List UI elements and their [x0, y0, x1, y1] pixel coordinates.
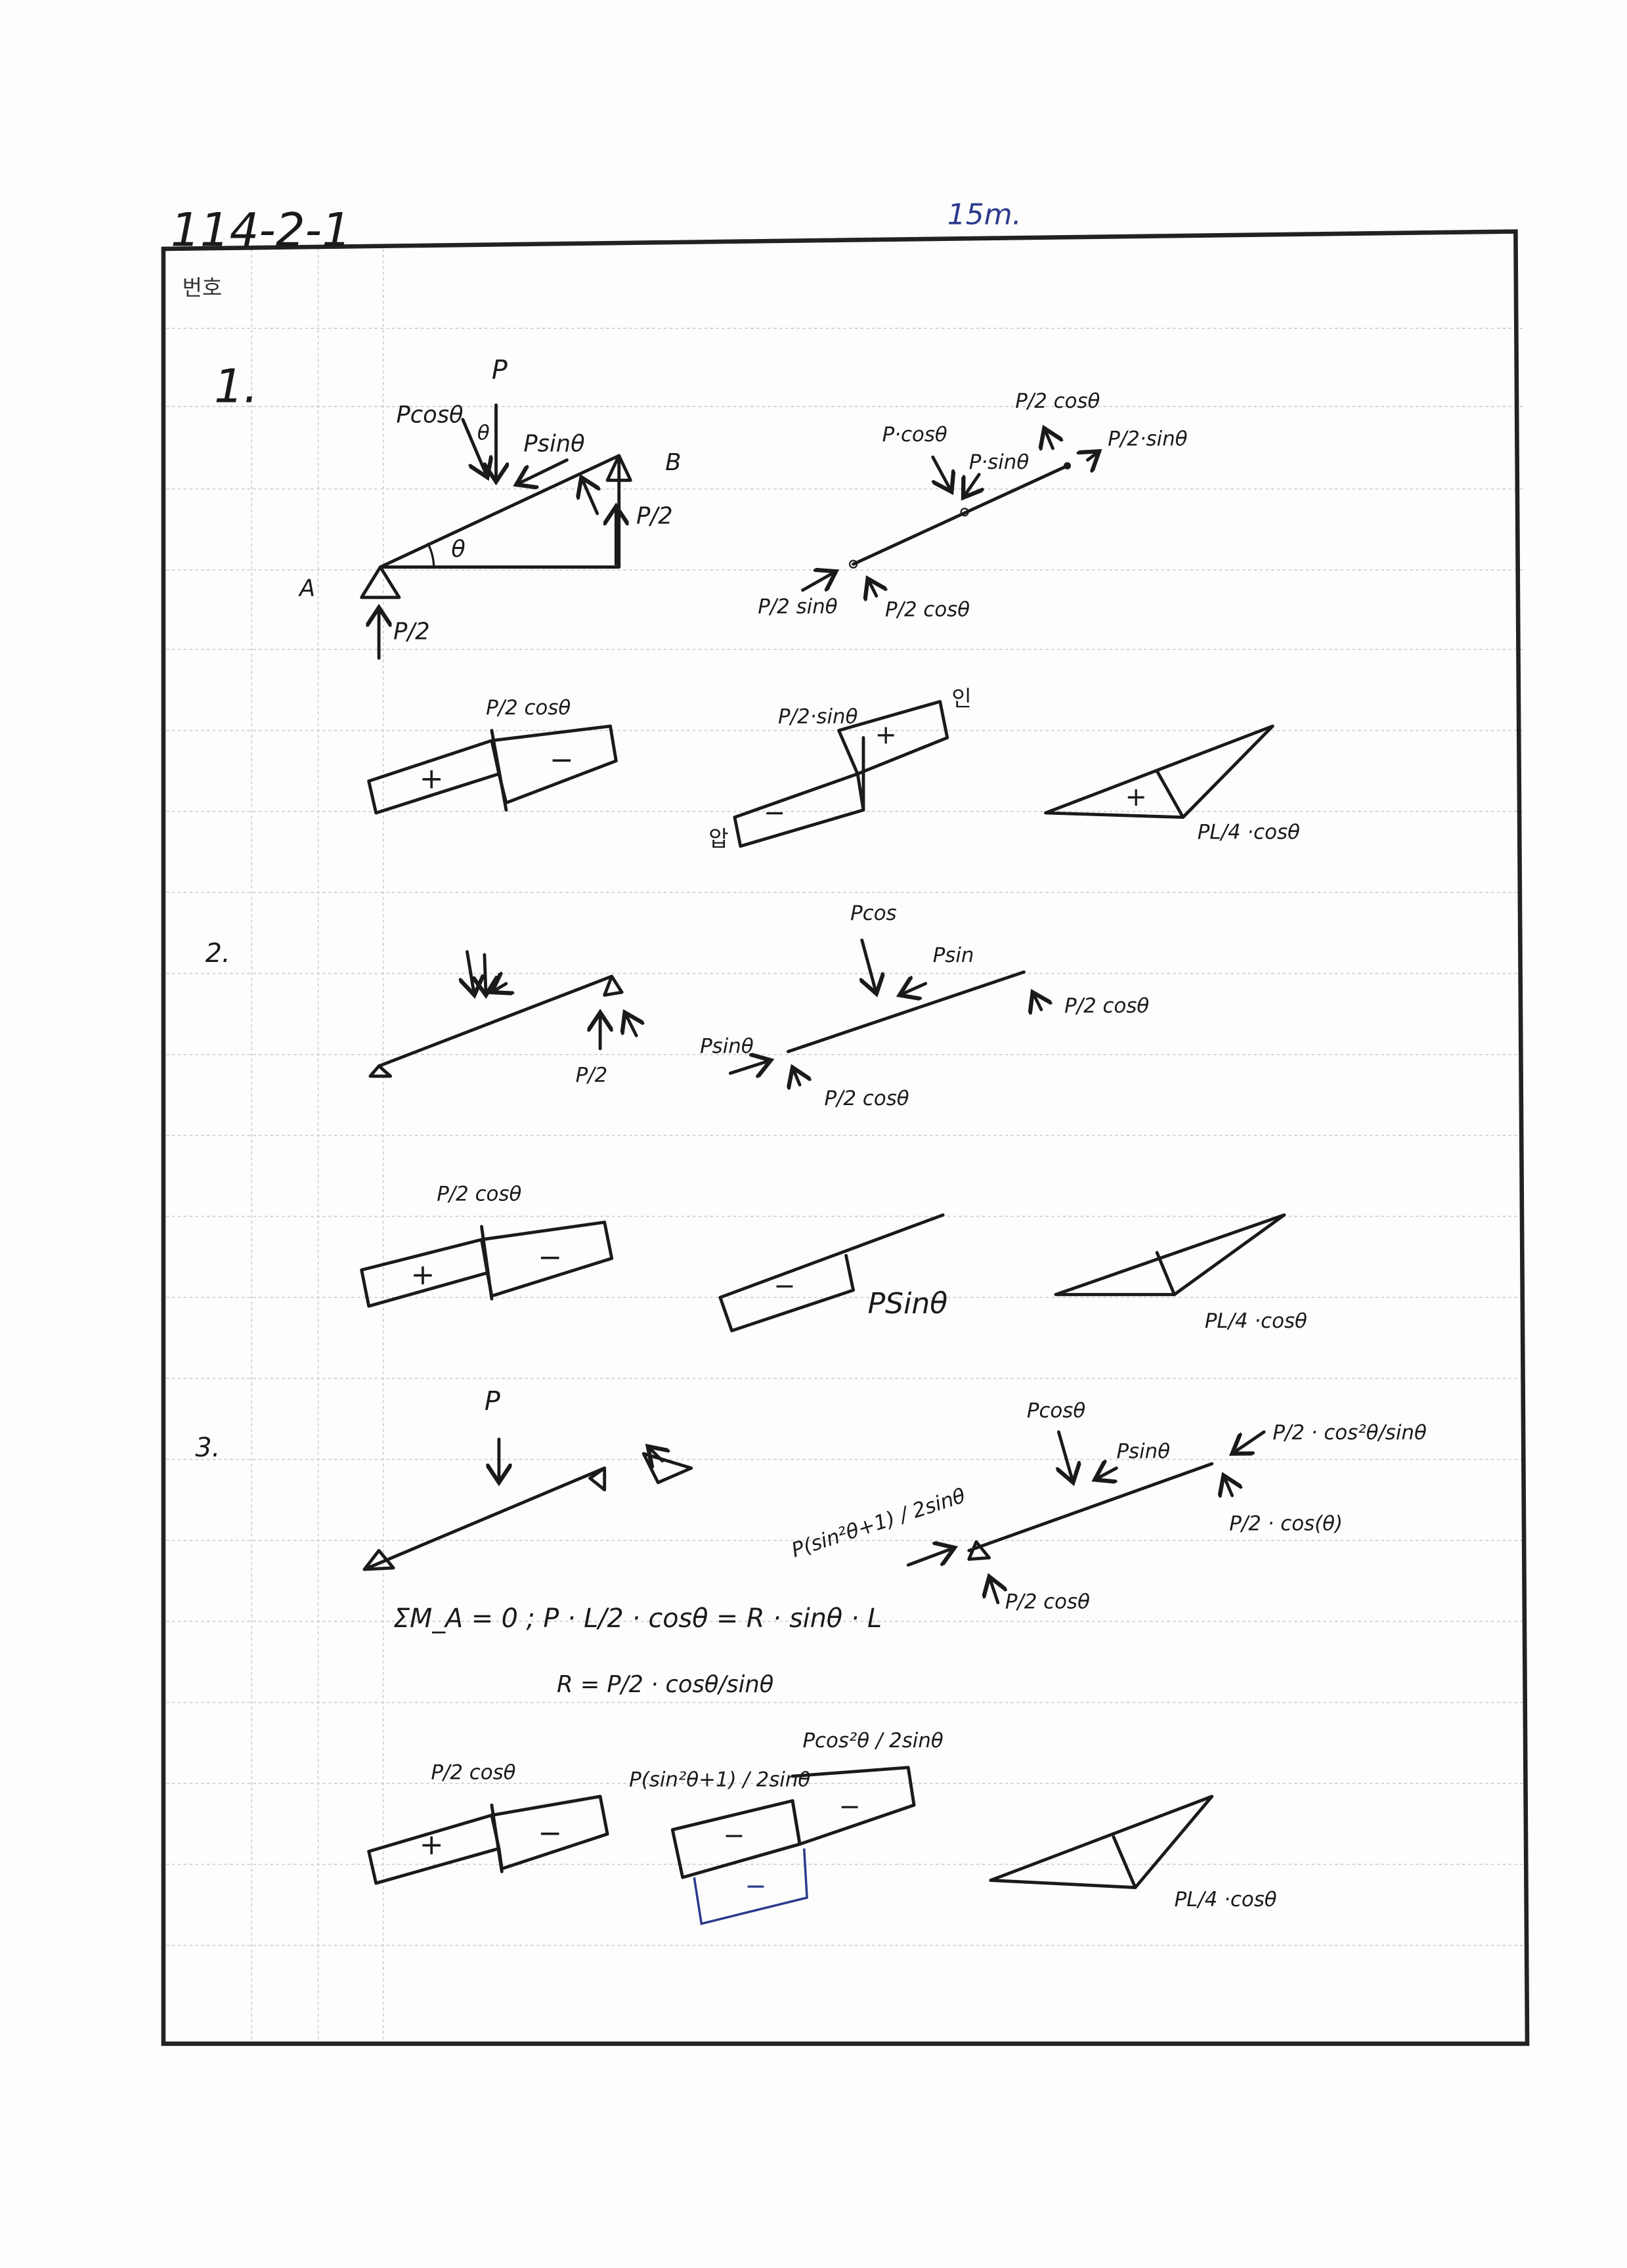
shear-minus: −	[550, 743, 574, 777]
axial-minus: −	[773, 1271, 795, 1301]
label-B: B	[665, 449, 681, 476]
axial-minus-3: −	[745, 1871, 766, 1902]
label-start-cos: P/2 cosθ	[885, 598, 970, 621]
shear-minus: −	[538, 1241, 562, 1275]
label-pcos: Pcosθ	[397, 401, 464, 428]
label-reaction: P/2	[576, 1064, 608, 1087]
shear-label: P/2 cosθ	[431, 1760, 515, 1784]
problem-3-member-fbd: Pcosθ Psinθ P/2 · cos²θ/sinθ P/2 · cos(θ…	[789, 1399, 1427, 1614]
label-psin: Psinθ	[1116, 1439, 1170, 1463]
problem-2-number: 2.	[206, 938, 230, 969]
label-right-top: P/2 · cos²θ/sinθ	[1272, 1421, 1427, 1445]
label-P: P	[492, 355, 508, 385]
shear-plus: +	[420, 762, 444, 796]
score-note: 15m.	[947, 198, 1022, 232]
number-label: 번호	[183, 274, 223, 300]
label-bottom-cos: P/2 cosθ	[825, 1087, 909, 1110]
label-start-sin: P/2 sinθ	[758, 595, 838, 619]
corrected-axial-outline	[693, 1848, 808, 1925]
problem-3-number: 3.	[195, 1433, 220, 1463]
axial-minus-1: −	[723, 1821, 745, 1851]
axial-label-left: P(sin²θ+1) / 2sinθ	[629, 1768, 810, 1791]
problem-2-moment-diagram: PL/4 ·cosθ	[1054, 1213, 1307, 1333]
problem-2-axial-diagram: − PSinθ	[718, 1213, 948, 1332]
problem-1-shear-diagram: P/2 cosθ + −	[367, 696, 618, 815]
problem-1-member-fbd: P·cosθ P·sinθ P/2 cosθ P/2·sinθ P/2 sinθ…	[758, 389, 1188, 621]
compression-label: 압	[708, 826, 728, 852]
axial-plus: +	[875, 720, 897, 750]
label-left-axial: P(sin²θ+1) / 2sinθ	[789, 1484, 968, 1563]
label-pcos: Pcosθ	[1027, 1399, 1085, 1423]
label-theta: θ	[451, 536, 466, 563]
problem-1-moment-diagram: + PL/4 ·cosθ	[1044, 724, 1300, 844]
problem-2-shear-diagram: P/2 cosθ + −	[360, 1182, 614, 1308]
problem-2-fbd: P/2	[368, 950, 636, 1087]
axial-minus-2: −	[839, 1791, 861, 1821]
moment-label: PL/4 ·cosθ	[1175, 1888, 1277, 1911]
moment-equation: ΣM_A = 0 ; P · L/2 · cosθ = R · sinθ · L	[393, 1603, 882, 1634]
problem-1-fbd: P Pcosθ θ Psinθ B θ A P/2 P/2	[298, 355, 681, 660]
moment-label: PL/4 ·cosθ	[1205, 1309, 1307, 1333]
problem-3-shear-diagram: P/2 cosθ + −	[367, 1760, 609, 1885]
problem-set-title: 114-2-1	[171, 204, 351, 257]
shear-plus: +	[411, 1258, 435, 1292]
label-left-psin: Psinθ	[700, 1035, 754, 1058]
shear-minus: −	[538, 1816, 562, 1850]
label-right-bottom: P/2 · cos(θ)	[1229, 1512, 1343, 1536]
axial-minus: −	[764, 798, 785, 828]
label-right-cos: P/2 cosθ	[1064, 994, 1149, 1018]
problem-2-member-fbd: Pcos Psin Psinθ P/2 cosθ P/2 cosθ	[700, 902, 1149, 1110]
label-psin: Psinθ	[523, 430, 584, 457]
problem-3-moment-diagram: PL/4 ·cosθ	[989, 1795, 1277, 1911]
ruled-grid	[166, 248, 1525, 2039]
label-bottom-cos: P/2 cosθ	[1005, 1590, 1090, 1613]
shear-plus: +	[420, 1828, 444, 1862]
label-theta-top: θ	[477, 422, 490, 445]
tension-label: 인	[951, 686, 971, 711]
label-end-cos: P/2 cosθ	[1015, 389, 1100, 413]
label-pcos: Pcos	[850, 902, 896, 925]
axial-label: PSinθ	[868, 1287, 948, 1320]
axial-label-right: Pcos²θ / 2sinθ	[802, 1729, 943, 1753]
shear-label: P/2 cosθ	[437, 1182, 521, 1206]
label-A: A	[298, 575, 315, 602]
problem-1-number: 1.	[214, 359, 258, 413]
moment-label: PL/4 ·cosθ	[1198, 821, 1300, 844]
reaction-equation: R = P/2 · cosθ/sinθ	[557, 1671, 773, 1698]
problem-3-axial-diagram: P(sin²θ+1) / 2sinθ Pcos²θ / 2sinθ − − −	[629, 1729, 944, 1925]
label-reaction-B: P/2	[636, 502, 673, 529]
problem-3-fbd: P ΣM_A = 0 ; P · L/2 · cosθ = R · sinθ ·…	[362, 1387, 882, 1698]
page-frame	[161, 229, 1530, 2046]
shear-label: P/2 cosθ	[486, 696, 571, 720]
moment-plus: +	[1125, 782, 1147, 812]
problem-1-axial-diagram: P/2·sinθ 인 압 + −	[708, 686, 971, 852]
label-end-sin: P/2·sinθ	[1108, 427, 1188, 451]
label-psin: P·sinθ	[969, 450, 1030, 474]
label-P: P	[485, 1387, 500, 1417]
label-psin: Psin	[933, 944, 974, 967]
axial-label: P/2·sinθ	[778, 705, 858, 728]
label-reaction-A: P/2	[393, 619, 430, 645]
label-pcos: P·cosθ	[882, 423, 947, 447]
